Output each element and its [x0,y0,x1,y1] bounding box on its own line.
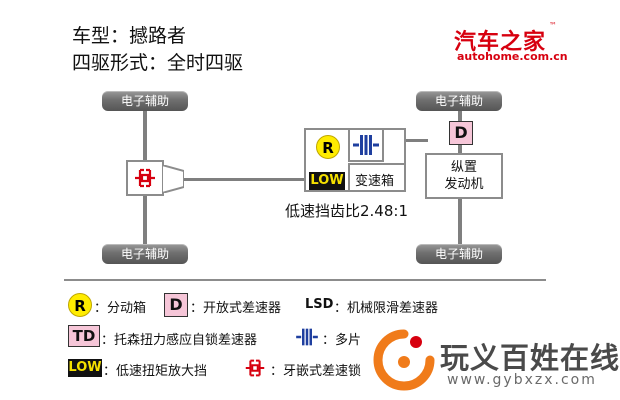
autohome-url: autohome.com.cn [457,50,568,63]
legend-dog-clutch-text: ：牙嵌式差速锁 [270,364,362,379]
autohome-logo: 汽车之家 [454,30,547,55]
legend-r-badge: R [68,293,92,317]
open-differential-badge: D [449,121,473,145]
legend-multiplate-text: ：多片 [322,333,362,348]
gearbox-label: 变速箱 [355,174,395,189]
legend-td-badge: TD [68,325,100,347]
d-to-engine-shaft [459,144,462,160]
transfer-case-badge: R [316,135,340,159]
left-differential-box [126,160,164,196]
wheel-front-right: 电子辅助 [416,91,502,111]
low-range-badge: LOW [309,172,345,190]
drive-type: 四驱形式：全时四驱 [72,52,244,74]
legend-lsd-text: ：机械限滑差速器 [334,301,439,316]
differential-housing-shape [162,165,184,193]
dog-clutch-lock-icon [135,168,155,188]
wheel-rear-left: 电子辅助 [102,244,188,264]
legend-multiplate-icon [296,328,318,346]
legend-low-badge: LOW [68,359,102,377]
multiplate-clutch-icon [353,135,379,155]
watermark-url: www.gybxzx.com [447,372,597,388]
logo-trademark: ™ [549,21,557,30]
engine-label: 纵置 发动机 [444,160,484,192]
wheel-front-left: 电子辅助 [102,91,188,111]
legend-dog-clutch-icon [245,359,265,377]
watermark-text: 玩义百姓在线 [440,341,620,375]
legend-r-text: ：分动箱 [94,301,147,316]
legend-td-text: ：托森扭力感应自锁差速器 [101,333,258,348]
propeller-shaft [182,178,304,181]
watermark-logo-icon [373,329,435,391]
legend-low-text: ：低速扭矩放大挡 [103,364,208,379]
legend-lsd-symbol: LSD [305,297,334,312]
legend-d-text: ：开放式差速器 [190,301,282,316]
low-gear-ratio-label: 低速挡齿比2.48:1 [285,202,408,220]
vehicle-model: 车型：撼路者 [72,25,187,47]
legend-d-badge: D [164,293,188,317]
legend-divider [64,279,546,281]
wheel-rear-right: 电子辅助 [416,244,502,264]
engine-box [425,153,503,199]
gearbox-box [348,163,406,192]
